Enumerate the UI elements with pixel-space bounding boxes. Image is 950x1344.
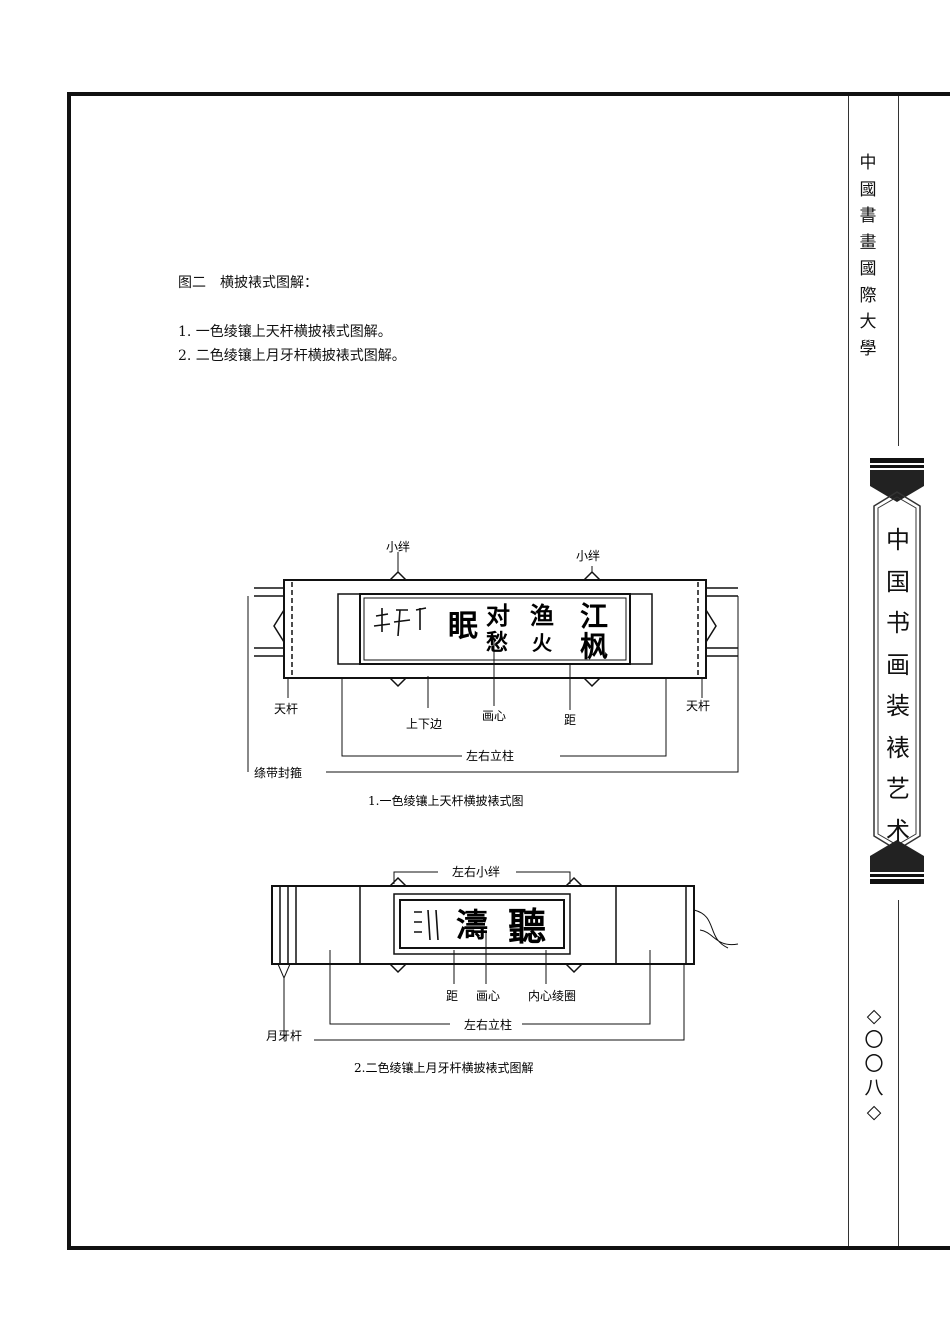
list-item: 1. 一色绫镶上天杆横披裱式图解。	[178, 324, 392, 340]
book-title-char: 艺	[886, 775, 910, 803]
page-number-char: 〇	[864, 1053, 884, 1075]
calligraphy-char: 愁	[486, 630, 508, 656]
calligraphy-char: 枫	[580, 630, 608, 663]
label-inner: 内心绫圈	[528, 989, 576, 1003]
calligraphy-char: 眠	[448, 609, 478, 644]
figure-heading: 图二 横披裱式图解：	[178, 275, 318, 291]
label-borders: 上下边	[406, 717, 442, 731]
series-title-char: 畫	[859, 232, 877, 253]
label-rod-right: 天杆	[686, 699, 710, 713]
caption: 1.一色绫镶上天杆横披裱式图	[368, 793, 523, 808]
series-title-vertical: 中 國 書 畫 國 際 大 學	[858, 150, 878, 362]
label-pillars: 左右立柱	[466, 748, 514, 763]
label-center: 画心	[482, 709, 506, 723]
book-title-char: 中	[886, 526, 910, 554]
label-ties-left: 小绊	[386, 540, 410, 554]
calligraphy-char: 火	[532, 631, 553, 655]
calligraphy-char: 江	[580, 600, 608, 633]
book-title-char: 画	[886, 650, 910, 679]
page-number-char: 〇	[864, 1029, 884, 1051]
calligraphy-char: 对	[486, 601, 510, 630]
page-number-char: ◇	[866, 1005, 882, 1027]
sidebar-divider-mid-lower	[898, 900, 899, 1246]
book-title-char: 装	[886, 692, 910, 720]
series-title-char: 中	[859, 153, 877, 173]
series-title-char: 國	[859, 179, 877, 200]
book-title-frame	[870, 458, 924, 884]
calligraphy-char: 聽	[508, 904, 546, 949]
label-ribbon: 绦带封箍	[254, 765, 302, 780]
calligraphy-char: 渔	[530, 601, 554, 630]
page-number-char: 八	[864, 1077, 884, 1099]
diagram-1: 小绊 小绊 天杆 天杆 上下边 画心 距 左右立柱 绦带封箍 江 枫 渔 火 对…	[247, 540, 739, 808]
label-ties-right: 小绊	[576, 549, 600, 563]
label-gap: 距	[564, 713, 576, 727]
book-title-vertical: 中 国 书 画 装 裱 艺 术	[878, 520, 918, 852]
series-title-char: 學	[859, 338, 877, 359]
figure-list: 1. 一色绫镶上天杆横披裱式图解。 2. 二色绫镶上月牙杆横披裱式图解。	[178, 320, 406, 368]
book-title-char: 裱	[886, 733, 910, 762]
series-title-char: 國	[859, 259, 877, 279]
list-item: 2. 二色绫镶上月牙杆横披裱式图解。	[178, 348, 406, 364]
label-ties: 左右小绊	[452, 864, 500, 879]
calligraphy-signature	[414, 909, 439, 941]
page-number-char: ◇	[866, 1101, 882, 1123]
label-pillars: 左右立柱	[464, 1017, 512, 1032]
label-rod: 月牙杆	[266, 1029, 302, 1043]
sidebar-divider-mid	[898, 96, 899, 446]
series-title-char: 書	[859, 206, 877, 226]
sidebar-divider-left	[848, 96, 849, 1246]
book-title-char: 书	[886, 609, 910, 637]
book-title-char: 术	[886, 816, 910, 845]
page-number-vertical: ◇ 〇 〇 八 ◇	[862, 1004, 886, 1124]
book-title-char: 国	[886, 567, 910, 596]
calligraphy-signature	[373, 607, 427, 637]
label-gap: 距	[446, 989, 458, 1003]
caption: 2.二色绫镶上月牙杆横披裱式图解	[354, 1060, 533, 1075]
series-title-char: 大	[859, 312, 877, 332]
label-center: 画心	[476, 989, 500, 1003]
series-title-char: 際	[859, 285, 877, 306]
diagram-2: 左右小绊 距 画心 内心绫圈 左右立柱 月牙杆 聽 濤 2.二色绫镶上月牙杆横披…	[266, 864, 739, 1075]
calligraphy-char: 濤	[456, 906, 488, 944]
label-rod-left: 天杆	[274, 702, 298, 716]
page-frame	[67, 92, 950, 1250]
